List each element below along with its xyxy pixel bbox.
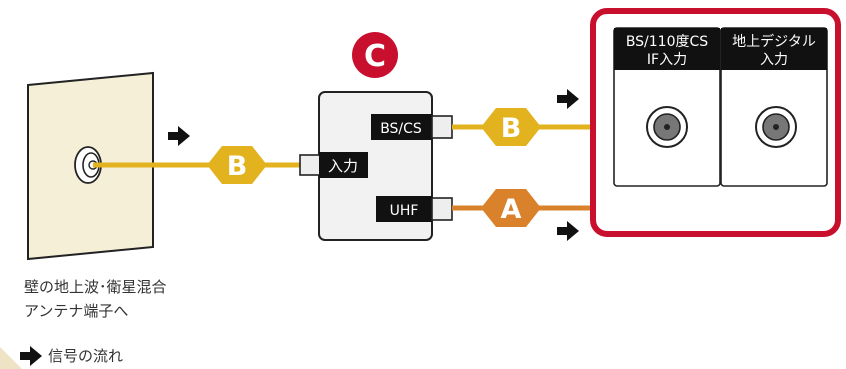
tv-col1-line2: IF入力 — [647, 52, 687, 68]
wall-outlet — [27, 71, 154, 261]
tv-col2-line2: 入力 — [760, 52, 788, 68]
legend-label: 信号の流れ — [48, 347, 124, 365]
flow-arrow-icon — [557, 221, 579, 241]
wall-caption-line2: アンテナ端子へ — [24, 302, 129, 320]
cable-a-label: A — [501, 194, 522, 225]
flow-arrow-icon — [168, 126, 190, 146]
corner-decoration — [0, 347, 22, 369]
circle-badge-label: C — [364, 39, 386, 74]
cable-b-label-1: B — [227, 151, 248, 182]
splitter-input-jack — [299, 154, 321, 176]
cable-b-badge-1: B — [207, 146, 267, 184]
wall-caption: 壁の地上波･衛星混合 アンテナ端子へ — [24, 275, 167, 323]
splitter-bscs-jack — [431, 115, 453, 139]
bscs-input-jack — [646, 106, 688, 148]
tv-col2-line1: 地上デジタル — [732, 33, 816, 50]
splitter-port-in: 入力 — [328, 157, 358, 175]
terrestrial-input-jack — [755, 106, 797, 148]
splitter-port-bscs: BS/CS — [380, 121, 422, 137]
cable-b-label-2: B — [501, 113, 522, 144]
splitter-uhf-jack — [431, 197, 453, 221]
legend-arrow-icon — [20, 345, 42, 366]
cable-b-badge-2: B — [481, 108, 541, 146]
cable-a-badge: A — [481, 189, 541, 227]
flow-arrow-icon — [557, 89, 579, 109]
circle-badge-c: C — [352, 32, 398, 78]
splitter-port-uhf: UHF — [390, 203, 419, 219]
legend: 信号の流れ — [20, 345, 123, 366]
tv-col1-line1: BS/110度CS — [626, 34, 708, 50]
wall-caption-line1: 壁の地上波･衛星混合 — [24, 278, 167, 296]
splitter-box: 入力 BS/CS UHF — [299, 91, 453, 241]
tv-back-panel: BS/110度CS IF入力 地上デジタル 入力 — [590, 8, 841, 237]
